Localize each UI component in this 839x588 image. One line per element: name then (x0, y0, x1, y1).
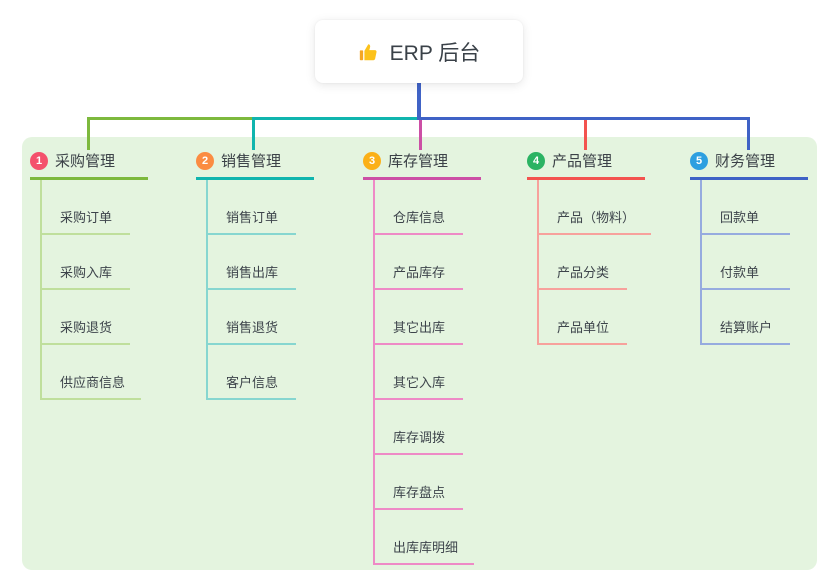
node-item[interactable]: 采购订单 (42, 180, 130, 235)
branch-finance-children: 回款单 付款单 结算账户 (700, 180, 790, 345)
node-item[interactable]: 库存盘点 (375, 455, 463, 510)
node-item[interactable]: 仓库信息 (375, 180, 463, 235)
branch-sales: 2 销售管理 销售订单 销售出库 销售退货 客户信息 (196, 144, 314, 400)
branch-label: 库存管理 (388, 153, 449, 170)
branch-purchase-header[interactable]: 1 采购管理 (30, 144, 148, 180)
branch-sales-children: 销售订单 销售出库 销售退货 客户信息 (206, 180, 296, 400)
node-item[interactable]: 其它出库 (375, 290, 463, 345)
node-item[interactable]: 结算账户 (702, 290, 790, 345)
connector-purchase-drop (87, 117, 90, 150)
connector-root-stub (417, 83, 421, 120)
node-item[interactable]: 付款单 (702, 235, 790, 290)
node-item[interactable]: 产品（物料） (539, 180, 652, 235)
node-item[interactable]: 产品库存 (375, 235, 463, 290)
branch-sales-header[interactable]: 2 销售管理 (196, 144, 314, 180)
connector-finance-horizontal (419, 117, 750, 120)
branch-finance-header[interactable]: 5 财务管理 (690, 144, 808, 180)
node-item[interactable]: 销售退货 (208, 290, 296, 345)
connector-inventory-drop (419, 117, 422, 150)
branch-inventory-header[interactable]: 3 库存管理 (363, 144, 481, 180)
branch-product-children: 产品（物料） 产品分类 产品单位 (537, 180, 652, 345)
node-item[interactable]: 供应商信息 (42, 345, 142, 400)
branch-number-badge: 5 (690, 151, 708, 170)
branch-number-badge: 1 (30, 151, 48, 170)
branch-product: 4 产品管理 产品（物料） 产品分类 产品单位 (527, 144, 652, 345)
node-item[interactable]: 产品单位 (539, 290, 627, 345)
branch-label: 销售管理 (221, 153, 282, 170)
root-node[interactable]: ERP 后台 (315, 20, 523, 83)
node-item[interactable]: 客户信息 (208, 345, 296, 400)
root-label: ERP 后台 (389, 41, 481, 65)
connector-product-drop (584, 117, 587, 150)
branch-label: 采购管理 (55, 153, 116, 170)
node-item[interactable]: 销售出库 (208, 235, 296, 290)
branch-inventory-children: 仓库信息 产品库存 其它出库 其它入库 库存调拨 库存盘点 出库库明细 (373, 180, 475, 565)
branch-label: 产品管理 (552, 153, 613, 170)
node-item[interactable]: 销售订单 (208, 180, 296, 235)
branch-number-badge: 2 (196, 151, 214, 170)
connector-sales-horizontal (252, 117, 419, 120)
node-item[interactable]: 其它入库 (375, 345, 463, 400)
branch-purchase: 1 采购管理 采购订单 采购入库 采购退货 供应商信息 (30, 144, 148, 400)
branch-finance: 5 财务管理 回款单 付款单 结算账户 (690, 144, 808, 345)
connector-sales-drop (252, 117, 255, 150)
branch-label: 财务管理 (715, 153, 776, 170)
connector-finance-drop (747, 117, 750, 150)
node-item[interactable]: 采购退货 (42, 290, 130, 345)
node-item[interactable]: 出库库明细 (375, 510, 475, 565)
node-item[interactable]: 采购入库 (42, 235, 130, 290)
node-item[interactable]: 产品分类 (539, 235, 627, 290)
branch-number-badge: 3 (363, 151, 381, 170)
node-item[interactable]: 回款单 (702, 180, 790, 235)
branch-product-header[interactable]: 4 产品管理 (527, 144, 645, 180)
branches-panel (22, 137, 817, 570)
thumbs-up-icon (358, 41, 380, 63)
node-item[interactable]: 库存调拨 (375, 400, 463, 455)
branch-number-badge: 4 (527, 151, 545, 170)
branch-inventory: 3 库存管理 仓库信息 产品库存 其它出库 其它入库 库存调拨 库存盘点 出库库… (363, 144, 481, 565)
branch-purchase-children: 采购订单 采购入库 采购退货 供应商信息 (40, 180, 142, 400)
